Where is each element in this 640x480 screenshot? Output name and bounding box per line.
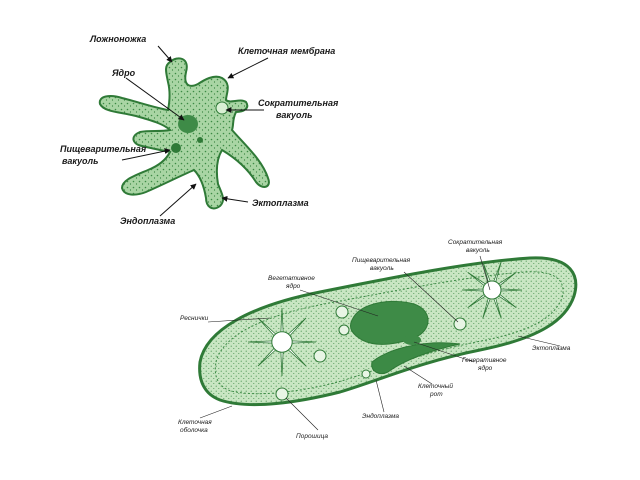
arrow-pseudopod bbox=[157, 45, 173, 63]
label-p-generative-nucleus-1: Генеративное bbox=[462, 357, 507, 364]
label-pseudopod: Ложноножка bbox=[89, 34, 146, 44]
label-p-cell-mouth-2: рот bbox=[429, 391, 443, 398]
label-contractile-vacuole-1: Сократительная bbox=[258, 98, 339, 108]
leader-generative-nucleus bbox=[413, 341, 475, 363]
label-p-digestive-vacuole-2: вакуоль bbox=[370, 265, 394, 272]
label-endoplasm: Эндоплазма bbox=[120, 216, 175, 226]
paramecium-contractile-vacuole-anterior bbox=[461, 261, 523, 319]
label-p-cell-envelope-1: Клеточная bbox=[178, 419, 212, 426]
digestive-vacuole bbox=[338, 324, 350, 336]
paramecium-cell-mouth bbox=[371, 342, 461, 375]
digestive-vacuole bbox=[275, 387, 289, 401]
paramecium-generative-nucleus bbox=[403, 335, 421, 345]
leader-contractile-vacuole bbox=[479, 255, 491, 291]
leader-vegetative-nucleus bbox=[299, 289, 379, 317]
leader-cilia bbox=[207, 317, 271, 323]
label-ectoplasm: Эктоплазма bbox=[252, 198, 309, 208]
leader-ectoplasm bbox=[517, 335, 561, 347]
arrow-ectoplasm bbox=[221, 195, 249, 203]
leader-powder bbox=[285, 397, 319, 431]
digestive-vacuole bbox=[313, 349, 327, 363]
amoeba-diagram: Ложноножка Клеточная мембрана Ядро Сокра… bbox=[60, 34, 339, 226]
arrow-nucleus bbox=[125, 77, 185, 121]
arrow-cell-membrane bbox=[227, 57, 269, 79]
label-nucleus: Ядро bbox=[111, 68, 136, 78]
label-p-powder: Порошица bbox=[296, 433, 328, 440]
label-p-endoplasm: Эндоплазма bbox=[362, 412, 399, 420]
arrow-endoplasm bbox=[159, 183, 197, 217]
amoeba-body bbox=[98, 57, 270, 210]
amoeba-food-particle bbox=[197, 137, 203, 143]
label-p-digestive-vacuole-1: Пищеварительная bbox=[352, 257, 411, 264]
label-p-vegetative-nucleus-1: Вегетативное bbox=[268, 275, 315, 282]
label-contractile-vacuole-2: вакуоль bbox=[276, 110, 312, 120]
label-digestive-vacuole-1: Пищеварительная bbox=[60, 144, 147, 154]
amoeba-digestive-vacuole bbox=[171, 143, 181, 153]
leader-digestive-vacuole bbox=[403, 271, 459, 323]
vacuole-center bbox=[482, 280, 502, 300]
label-p-ectoplasm: Эктоплазма bbox=[532, 345, 571, 352]
label-digestive-vacuole-2: вакуоль bbox=[62, 156, 98, 166]
leader-cell-mouth bbox=[403, 365, 433, 385]
label-p-generative-nucleus-2: ядро bbox=[477, 364, 493, 372]
label-p-vegetative-nucleus-2: ядро bbox=[285, 282, 301, 290]
label-cell-membrane: Клеточная мембрана bbox=[238, 46, 335, 56]
label-p-contractile-vacuole-1: Сократительная bbox=[448, 239, 503, 246]
digestive-vacuole bbox=[361, 369, 371, 379]
paramecium-inner-boundary bbox=[214, 271, 564, 395]
leader-endoplasm bbox=[375, 379, 385, 413]
label-p-contractile-vacuole-2: вакуоль bbox=[466, 247, 490, 254]
label-p-cell-mouth-1: Клеточный bbox=[418, 382, 453, 390]
vacuole-center bbox=[271, 331, 293, 353]
arrow-digestive-vacuole bbox=[121, 148, 171, 161]
amoeba-contractile-vacuole bbox=[215, 101, 229, 115]
leader-cell-envelope bbox=[199, 405, 233, 419]
paramecium-contractile-vacuole-posterior bbox=[247, 307, 317, 377]
paramecium-vegetative-nucleus bbox=[349, 300, 429, 345]
digestive-vacuole bbox=[335, 305, 349, 319]
label-p-cilia: Реснички bbox=[180, 315, 209, 322]
label-p-cell-envelope-2: оболочка bbox=[180, 426, 208, 434]
paramecium-diagram: Сократительная вакуоль Пищеварительная в… bbox=[178, 239, 578, 440]
